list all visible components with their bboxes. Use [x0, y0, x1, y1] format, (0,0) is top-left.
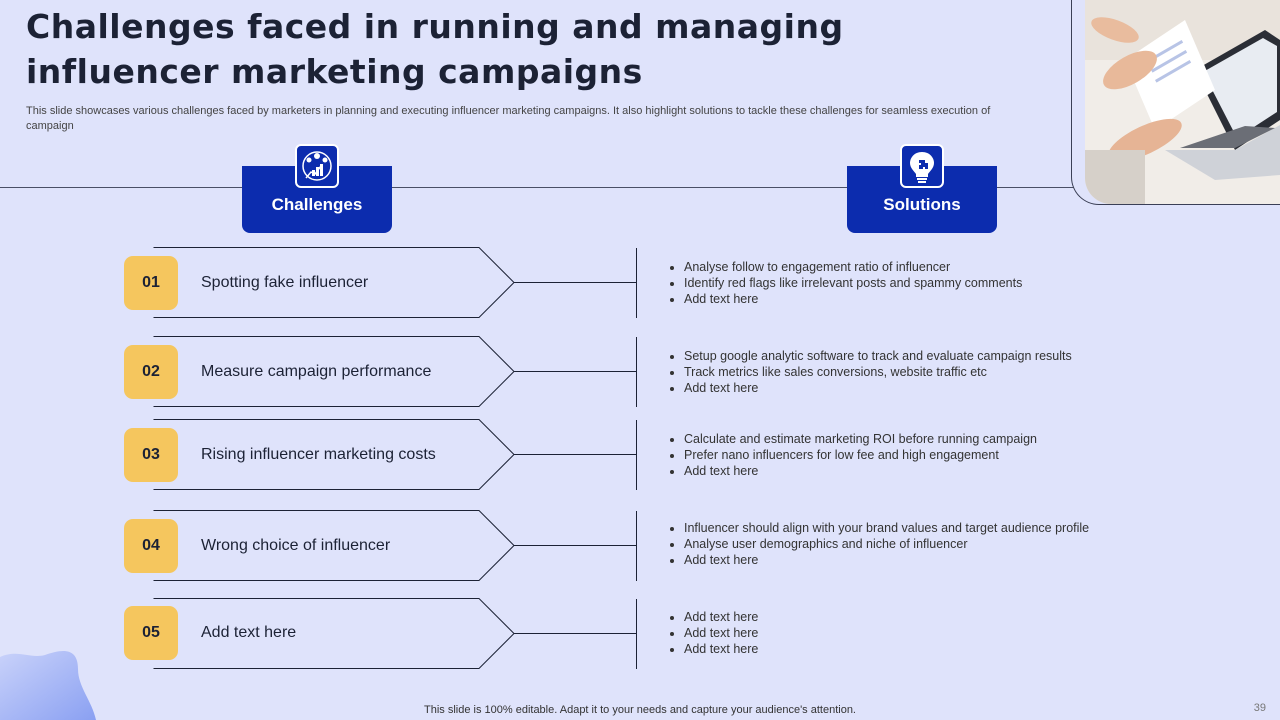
challenge-row-5: 05 Add text here Add text here Add text … — [124, 598, 1124, 670]
challenge-row-4: 04 Wrong choice of influencer Influencer… — [124, 510, 1124, 582]
row-number-badge: 01 — [124, 256, 178, 310]
page-number: 39 — [1253, 702, 1266, 714]
challenge-text: Rising influencer marketing costs — [201, 446, 436, 463]
solution-divider — [636, 511, 637, 581]
challenges-header-label: Challenges — [271, 195, 363, 214]
solution-item: Add text here — [684, 609, 758, 625]
challenge-text: Spotting fake influencer — [201, 274, 369, 291]
solution-item: Add text here — [684, 552, 1089, 568]
solutions-header-label: Solutions — [883, 195, 961, 214]
slide-footer: This slide is 100% editable. Adapt it to… — [0, 704, 1280, 716]
solution-list: Add text here Add text here Add text her… — [667, 609, 758, 657]
solution-item: Setup google analytic software to track … — [684, 348, 1072, 364]
team-analytics-icon — [295, 144, 339, 188]
slide-subtitle: This slide showcases various challenges … — [26, 105, 991, 132]
row-connector — [514, 371, 637, 372]
solution-list: Analyse follow to engagement ratio of in… — [667, 259, 1022, 307]
solution-item: Identify red flags like irrelevant posts… — [684, 275, 1022, 291]
solution-item: Calculate and estimate marketing ROI bef… — [684, 431, 1037, 447]
row-number-badge: 05 — [124, 606, 178, 660]
lightbulb-puzzle-icon — [900, 144, 944, 188]
row-connector — [514, 633, 637, 634]
solution-list: Influencer should align with your brand … — [667, 520, 1089, 568]
row-number-badge: 04 — [124, 519, 178, 573]
solution-item: Analyse user demographics and niche of i… — [684, 536, 1089, 552]
solution-divider — [636, 420, 637, 490]
solution-list: Calculate and estimate marketing ROI bef… — [667, 431, 1037, 479]
slide-title: Challenges faced in running and managing… — [26, 7, 844, 91]
footer-text: This slide is 100% editable. Adapt it to… — [424, 704, 856, 716]
solution-item: Add text here — [684, 463, 1037, 479]
solution-divider — [636, 337, 637, 407]
row-number-badge: 03 — [124, 428, 178, 482]
decorative-blob — [0, 650, 96, 720]
solution-item: Influencer should align with your brand … — [684, 520, 1089, 536]
challenge-row-2: 02 Measure campaign performance Setup go… — [124, 336, 1124, 408]
solution-list: Setup google analytic software to track … — [667, 348, 1072, 396]
header-divider — [0, 187, 1280, 188]
solution-item: Add text here — [684, 625, 758, 641]
business-meeting-photo — [1085, 0, 1280, 204]
solution-item: Track metrics like sales conversions, we… — [684, 364, 1072, 380]
row-number-badge: 02 — [124, 345, 178, 399]
solution-item: Prefer nano influencers for low fee and … — [684, 447, 1037, 463]
solution-item: Add text here — [684, 291, 1022, 307]
challenge-text: Wrong choice of influencer — [201, 537, 391, 554]
solution-item: Analyse follow to engagement ratio of in… — [684, 259, 1022, 275]
challenge-row-1: 01 Spotting fake influencer Analyse foll… — [124, 247, 1124, 319]
solution-divider — [636, 248, 637, 318]
solution-item: Add text here — [684, 641, 758, 657]
row-connector — [514, 545, 637, 546]
row-connector — [514, 282, 637, 283]
challenge-text: Measure campaign performance — [201, 363, 432, 380]
row-connector — [514, 454, 637, 455]
challenge-text: Add text here — [201, 624, 297, 641]
solution-item: Add text here — [684, 380, 1072, 396]
challenge-row-3: 03 Rising influencer marketing costs Cal… — [124, 419, 1124, 491]
solution-divider — [636, 599, 637, 669]
